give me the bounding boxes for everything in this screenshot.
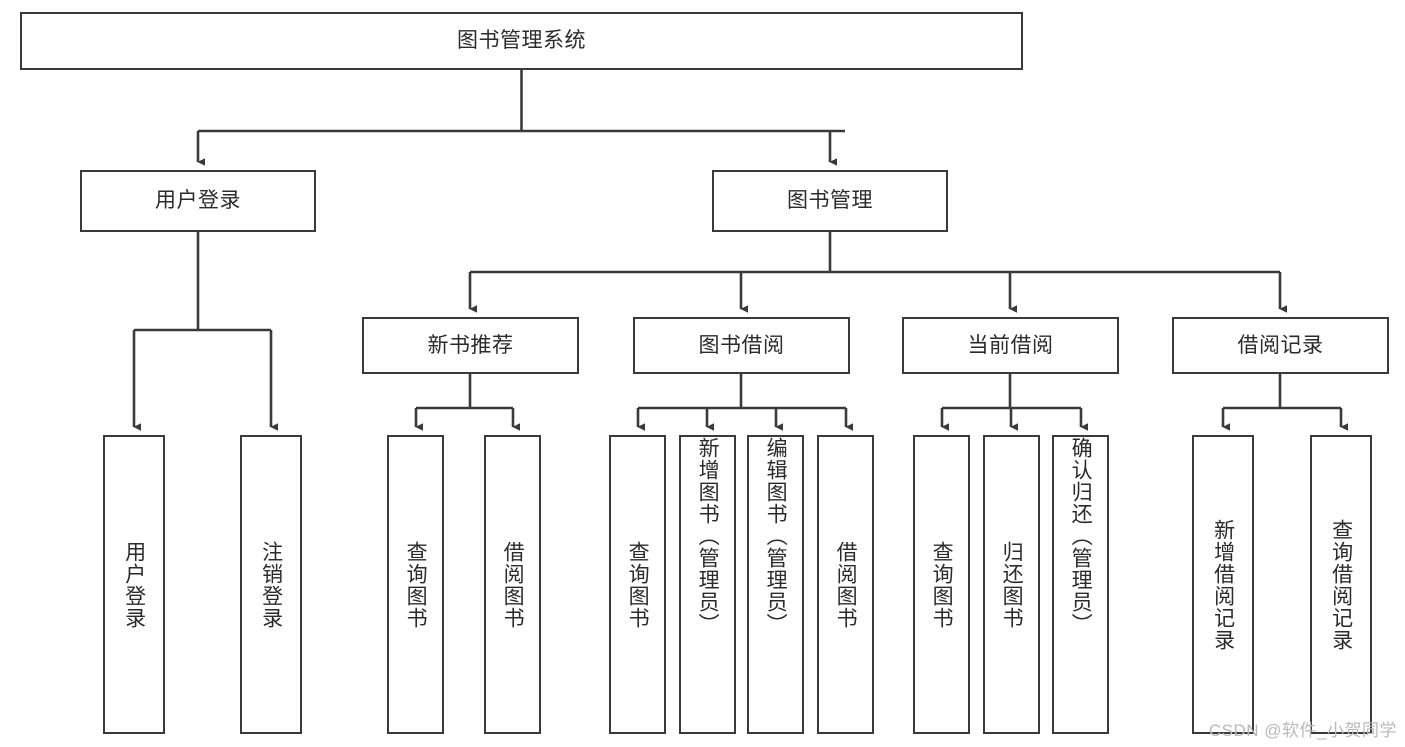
node-book-borrow[interactable]: 图书借阅 <box>633 317 850 374</box>
node-leaf-user-login[interactable]: 用户登录 <box>103 435 165 734</box>
node-leaf-confirm-return[interactable]: 确认归还（管理员） <box>1052 435 1109 734</box>
node-leaf-add-record[interactable]: 新增借阅记录 <box>1192 435 1254 734</box>
node-leaf-query-record-label: 查询借阅记录 <box>1329 518 1353 651</box>
node-borrow-record-label: 借阅记录 <box>1237 333 1324 357</box>
node-leaf-edit-book-label: 编辑图书（管理员） <box>764 437 788 635</box>
node-leaf-borrow-book-1[interactable]: 借阅图书 <box>484 435 541 734</box>
node-leaf-borrow-book-1-label: 借阅图书 <box>501 540 525 629</box>
node-book-manage[interactable]: 图书管理 <box>712 170 948 232</box>
node-leaf-add-record-label: 新增借阅记录 <box>1211 518 1235 651</box>
node-leaf-query-book-3[interactable]: 查询图书 <box>913 435 970 734</box>
node-new-book-rec-label: 新书推荐 <box>427 333 514 357</box>
node-leaf-query-book-2-label: 查询图书 <box>626 540 650 629</box>
node-user-login-label: 用户登录 <box>155 189 241 213</box>
node-leaf-add-book-label: 新增图书（管理员） <box>696 437 720 635</box>
node-leaf-query-book-1[interactable]: 查询图书 <box>387 435 444 734</box>
node-new-book-rec[interactable]: 新书推荐 <box>362 317 579 374</box>
node-leaf-add-book[interactable]: 新增图书（管理员） <box>679 435 736 734</box>
node-book-borrow-label: 图书借阅 <box>698 333 785 357</box>
node-current-borrow-label: 当前借阅 <box>967 333 1054 357</box>
node-leaf-user-login-label: 用户登录 <box>122 540 146 629</box>
watermark: CSDN @软件_小贺同学 <box>1208 721 1397 740</box>
node-leaf-borrow-book-2[interactable]: 借阅图书 <box>817 435 874 734</box>
node-user-login[interactable]: 用户登录 <box>80 170 316 232</box>
node-root[interactable]: 图书管理系统 <box>20 12 1023 70</box>
node-leaf-logout[interactable]: 注销登录 <box>240 435 302 734</box>
node-current-borrow[interactable]: 当前借阅 <box>902 317 1119 374</box>
node-leaf-edit-book[interactable]: 编辑图书（管理员） <box>747 435 804 734</box>
node-leaf-confirm-return-label: 确认归还（管理员） <box>1069 437 1093 635</box>
node-leaf-return-book[interactable]: 归还图书 <box>983 435 1040 734</box>
node-leaf-borrow-book-2-label: 借阅图书 <box>834 540 858 629</box>
node-book-manage-label: 图书管理 <box>787 189 873 213</box>
node-leaf-return-book-label: 归还图书 <box>1000 540 1024 629</box>
node-leaf-query-book-1-label: 查询图书 <box>404 540 428 629</box>
node-leaf-logout-label: 注销登录 <box>259 540 283 629</box>
node-leaf-query-book-2[interactable]: 查询图书 <box>609 435 666 734</box>
node-leaf-query-book-3-label: 查询图书 <box>930 540 954 629</box>
node-leaf-query-record[interactable]: 查询借阅记录 <box>1310 435 1372 734</box>
node-root-label: 图书管理系统 <box>457 29 586 53</box>
node-borrow-record[interactable]: 借阅记录 <box>1172 317 1389 374</box>
